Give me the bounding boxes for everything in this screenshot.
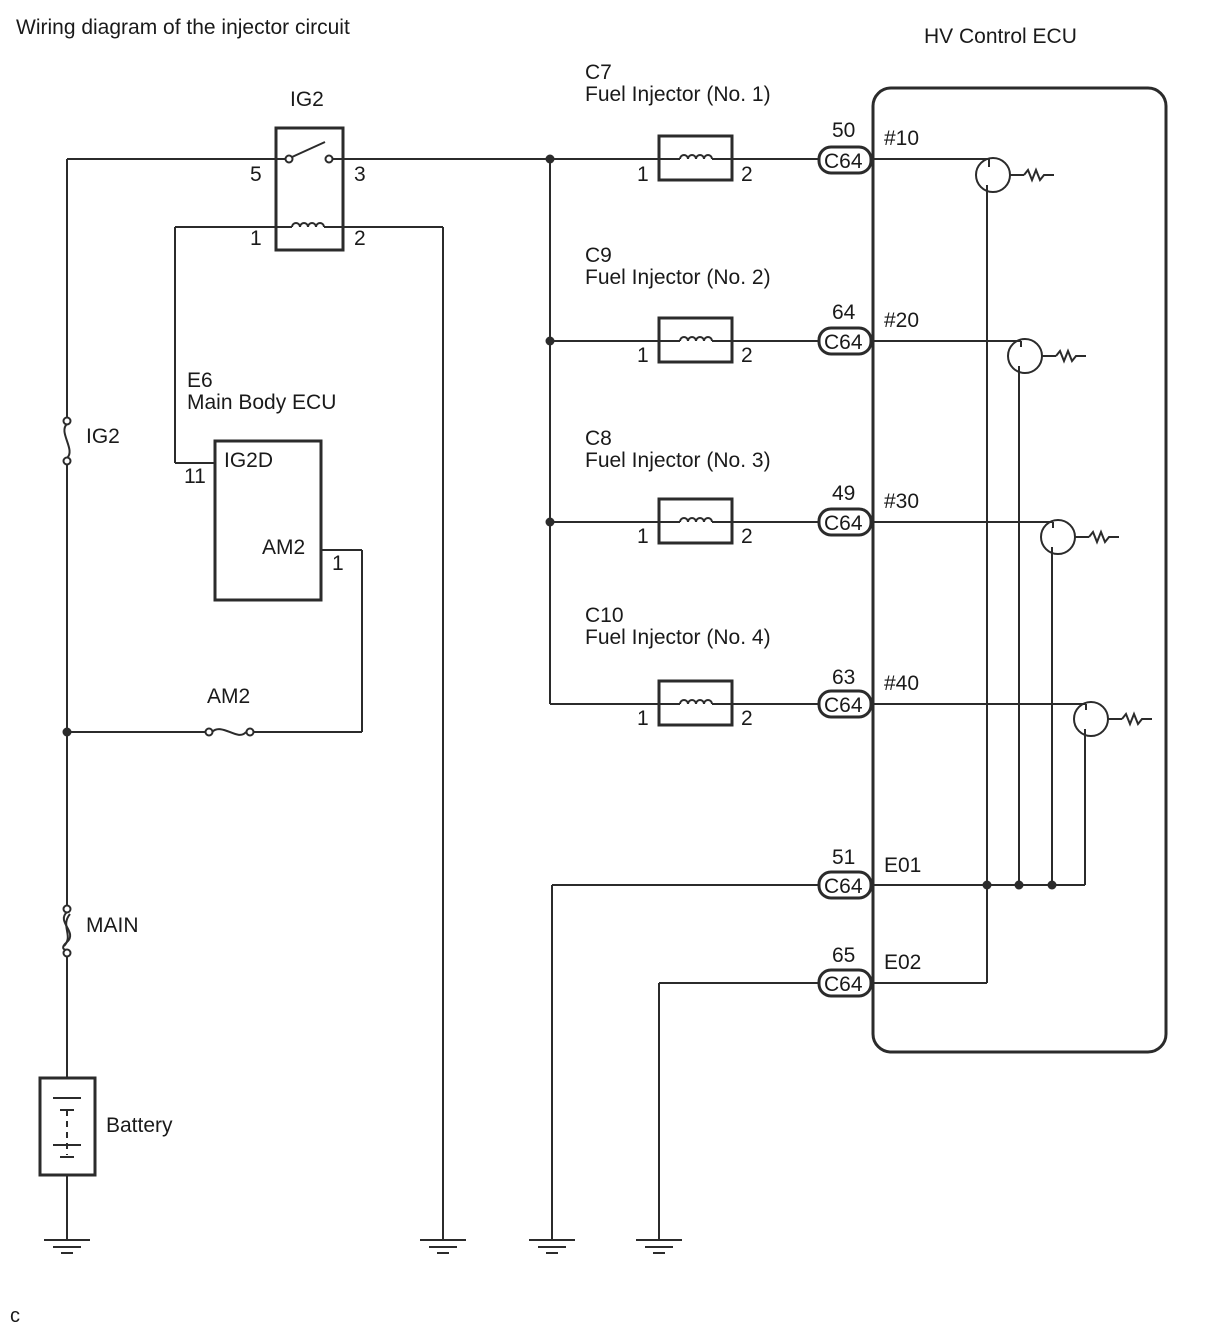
connector-label: C64 [824,875,863,898]
injector-4-name: Fuel Injector (No. 4) [585,626,771,649]
ecu-connector-c64-65: 65 C64 E02 [817,944,921,998]
injector-3-name: Fuel Injector (No. 3) [585,449,771,472]
relay-pin-1: 1 [250,227,262,250]
ground-wiring [551,884,819,1240]
diagram-title: Wiring diagram of the injector circuit [16,16,350,39]
ecu-pin-64: 64 [832,301,856,324]
ecu-terminal-e01: E01 [884,854,921,877]
ecu-pin-65: 65 [832,944,855,967]
body-ecu-code: E6 [187,369,213,392]
injector-2-code: C9 [585,244,612,267]
ground-symbol-3 [529,1239,575,1254]
injector-3-pin-1: 1 [637,525,649,548]
ig2-relay-label: IG2 [290,88,324,111]
injector-1-code: C7 [585,61,612,84]
ecu-pin-51: 51 [832,846,855,869]
injector-2-pin-2: 2 [741,344,753,367]
relay-pin-5: 5 [250,163,262,186]
ecu-connector-c64-51: 51 C64 E01 [817,846,921,900]
ecu-pin-50: 50 [832,119,855,142]
battery-label: Battery [106,1114,173,1137]
ecu-connector-c64-49: 49 C64 #30 [817,482,919,537]
main-body-ecu: E6 Main Body ECU IG2D AM2 11 1 [184,369,344,602]
battery: Battery [38,1076,173,1177]
connector-label: C64 [824,512,863,535]
ecu-terminal-40: #40 [884,672,919,695]
ground-symbol-4 [636,1239,682,1254]
fuel-injector-1: C7 Fuel Injector (No. 1) 1 2 [550,61,820,186]
injector-1-name: Fuel Injector (No. 1) [585,83,771,106]
injector-4-code: C10 [585,604,624,627]
connector-label: C64 [824,973,863,996]
power-supply-wiring [62,158,550,1240]
ecu-terminal-10: #10 [884,127,919,150]
injector-bus [545,154,555,704]
am2-fuse-label: AM2 [207,685,250,708]
body-ecu-pin-1: 1 [332,552,344,575]
connector-label: C64 [824,694,863,717]
ecu-terminal-e02: E02 [884,951,921,974]
body-ecu-pin-11: 11 [184,465,206,488]
fuel-injector-2: C9 Fuel Injector (No. 2) 1 2 [550,244,820,367]
corner-mark: c [10,1305,20,1327]
hv-ecu-label: HV Control ECU [924,25,1077,48]
injector-2-name: Fuel Injector (No. 2) [585,266,771,289]
ig2-fuse-label: IG2 [86,425,120,448]
ecu-connector-c64-50: 50 C64 #10 [817,119,919,175]
ecu-terminal-20: #20 [884,309,919,332]
injector-4-pin-1: 1 [637,707,649,730]
hv-control-ecu: HV Control ECU [871,25,1168,1054]
ig2-relay: IG2 5 3 1 2 [250,88,366,252]
relay-pin-3: 3 [354,163,366,186]
ecu-pin-63: 63 [832,666,855,689]
body-ecu-name: Main Body ECU [187,391,336,414]
fuel-injector-3: C8 Fuel Injector (No. 3) 1 2 [550,427,820,548]
ecu-internal-drivers [871,157,1152,984]
ground-symbol-2 [420,1239,466,1254]
injector-1-pin-2: 2 [741,163,753,186]
am2-fuse: AM2 [204,685,255,737]
fuel-injector-4: C10 Fuel Injector (No. 4) 1 2 [550,604,820,730]
injector-1-pin-1: 1 [637,163,649,186]
ecu-connector-c64-63: 63 C64 #40 [817,666,919,719]
injector-4-pin-2: 2 [741,707,753,730]
ecu-pin-49: 49 [832,482,855,505]
connector-label: C64 [824,150,863,173]
ecu-terminal-30: #30 [884,490,919,513]
connector-label: C64 [824,331,863,354]
injector-3-pin-2: 2 [741,525,753,548]
injector-2-pin-1: 1 [637,344,649,367]
body-ecu-am2-terminal: AM2 [262,536,305,559]
main-fusible-link: MAIN [62,904,139,958]
ecu-connector-c64-64: 64 C64 #20 [817,301,919,356]
injector-3-code: C8 [585,427,612,450]
ground-symbol-1 [44,1239,90,1254]
body-ecu-ig2d-terminal: IG2D [224,449,273,472]
ig2-fuse: IG2 [62,416,120,466]
relay-pin-2: 2 [354,227,366,250]
main-fuse-label: MAIN [86,914,139,937]
